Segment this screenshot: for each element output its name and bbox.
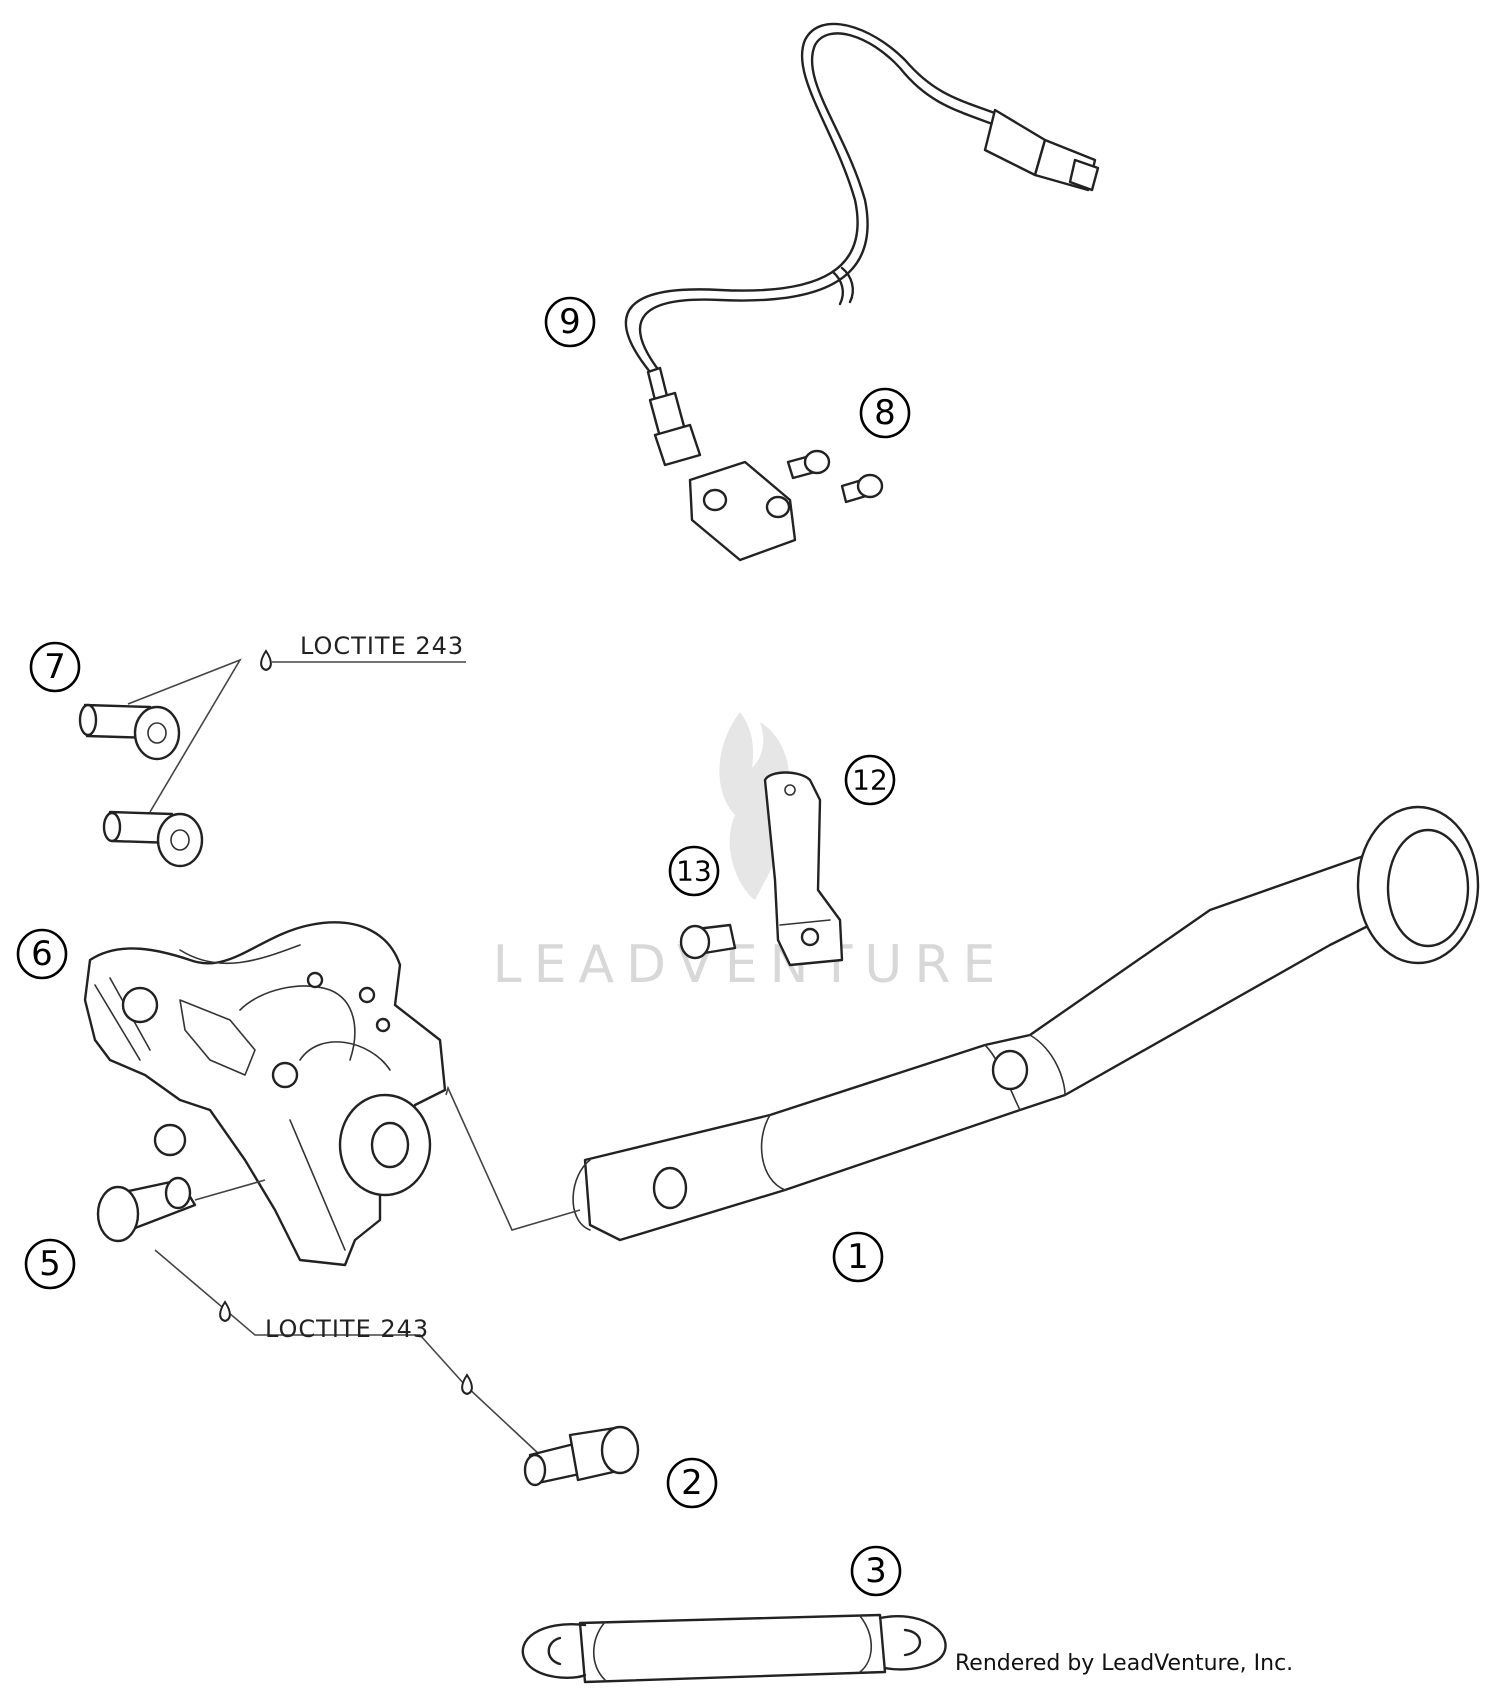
callout-2-label: 2: [681, 1463, 703, 1503]
callout-5-label: 5: [39, 1244, 61, 1284]
loctite-note-label: LOCTITE 243: [265, 1315, 429, 1343]
callout-6-label: 6: [31, 934, 53, 974]
loctite-note-label: LOCTITE 243: [300, 632, 464, 660]
callout-7: 7: [29, 641, 81, 693]
callout-12-label: 12: [852, 764, 888, 797]
callout-1-label: 1: [847, 1237, 869, 1277]
part-13-screw: [679, 923, 737, 960]
callout-13-label: 13: [676, 855, 712, 888]
callout-5: 5: [24, 1238, 76, 1290]
callout-2: 2: [666, 1457, 718, 1509]
part-5-pin: [96, 1176, 266, 1243]
loctite-note-top: LOCTITE 243: [260, 632, 466, 672]
callout-8: 8: [859, 387, 911, 439]
credit-text: Rendered by LeadVenture, Inc.: [955, 1651, 1293, 1676]
callout-6: 6: [16, 928, 68, 980]
part-1-side-stand: [445, 805, 1480, 1242]
callout-9-label: 9: [559, 302, 581, 342]
watermark: LEADVENTURE: [493, 712, 1008, 995]
callout-7-label: 7: [44, 647, 66, 687]
part-9-switch-cable: [624, 22, 1100, 562]
callout-8-label: 8: [874, 393, 896, 433]
callout-1: 1: [832, 1231, 884, 1283]
part-12-sensor-bracket: [763, 771, 844, 967]
callout-3-label: 3: [865, 1551, 887, 1591]
part-6-bracket: [83, 921, 447, 1267]
loctite-drop-icon: [219, 1300, 231, 1323]
callout-13: 13: [668, 845, 720, 897]
part-2-bolt: [523, 1425, 640, 1487]
callout-12: 12: [844, 754, 896, 806]
callout-9: 9: [544, 296, 596, 348]
callout-3: 3: [850, 1545, 902, 1597]
part-8-screws: [786, 449, 884, 504]
loctite-note-bottom: LOCTITE 243: [154, 1249, 541, 1456]
watermark-text: LEADVENTURE: [493, 935, 1008, 995]
loctite-drop-icon: [461, 1373, 473, 1396]
part-7-bolts: [78, 658, 242, 868]
part-3-spring: [521, 1613, 947, 1684]
loctite-drop-icon: [260, 649, 272, 672]
